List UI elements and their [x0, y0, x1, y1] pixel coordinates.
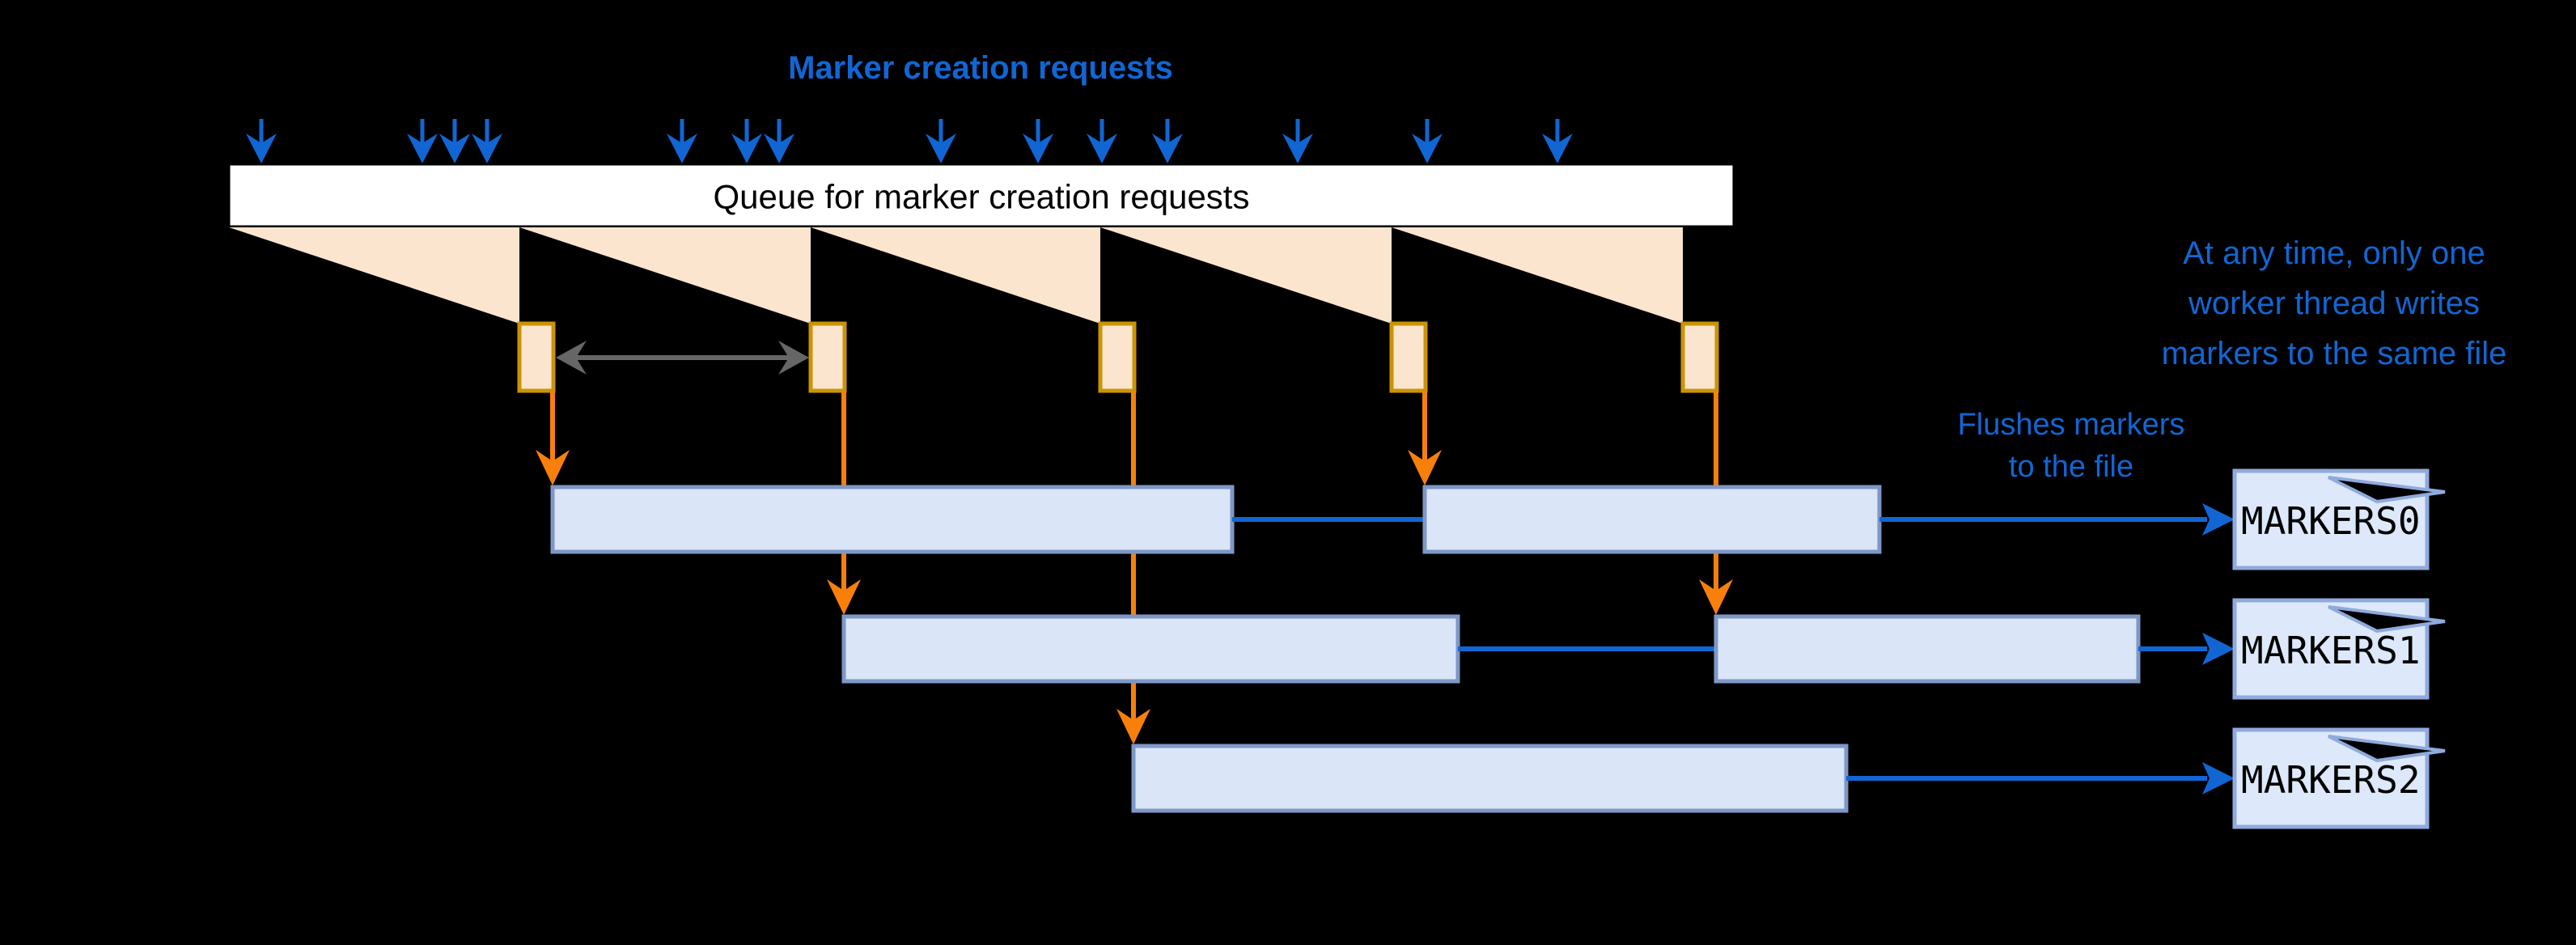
queue-funnel: [1100, 227, 1392, 324]
request-arrow: [1023, 119, 1053, 163]
request-arrow-head: [1542, 133, 1573, 163]
request-arrow: [472, 119, 502, 163]
request-arrow-head: [1023, 133, 1053, 163]
request-arrow-shaft: [259, 119, 264, 147]
flush-note-line1: Flushes markers: [1958, 408, 2185, 442]
request-arrow: [731, 119, 762, 163]
write-interval-bar: [1422, 485, 1882, 554]
double-arrow-right-head: [778, 341, 809, 375]
request-arrow-head: [667, 133, 697, 163]
queue-box: [227, 163, 1735, 228]
single-writer-note-line3: markers to the same file: [2162, 336, 2507, 371]
worker-slot: [517, 321, 556, 393]
request-arrow-head: [1152, 133, 1183, 163]
single-writer-note-line2: worker thread writes: [2188, 286, 2480, 321]
double-arrow-left-head: [556, 341, 587, 375]
request-arrow-head: [246, 133, 277, 163]
request-arrow-head: [764, 133, 794, 163]
file-icon: MARKERS2: [2232, 727, 2446, 829]
file-label: MARKERS2: [2241, 758, 2421, 802]
request-arrow-shaft: [420, 119, 425, 147]
queue-label: Queue for marker creation requests: [714, 178, 1250, 216]
request-arrow: [764, 119, 794, 163]
file-label: MARKERS1: [2241, 629, 2421, 672]
worker-slots-group: [517, 321, 1719, 393]
queue-funnel: [1392, 227, 1683, 324]
worker-flush-arrow-shaft: [1131, 391, 1136, 725]
queue-funnel: [519, 227, 811, 324]
request-arrow-shaft: [1036, 119, 1040, 147]
request-arrow: [1087, 119, 1117, 163]
worker-flush-arrow: [536, 391, 570, 485]
request-arrow: [1282, 119, 1313, 163]
request-arrow: [246, 119, 277, 163]
flush-to-file-arrow-head: [2202, 503, 2235, 536]
request-arrow: [667, 119, 697, 163]
request-arrow: [439, 119, 470, 163]
queue-funnel: [811, 227, 1100, 324]
worker-flush-arrow-shaft: [1422, 391, 1427, 466]
worker-flush-arrow-head: [827, 579, 861, 615]
worker-slot: [1680, 321, 1719, 393]
file-label: MARKERS0: [2241, 499, 2421, 543]
request-arrow-shaft: [1425, 119, 1430, 147]
request-arrows-group: [246, 119, 1573, 163]
worker-flush-arrow: [1408, 391, 1442, 485]
request-arrow: [1542, 119, 1573, 163]
page-curl-icon: [2328, 476, 2446, 504]
page-curl-icon: [2328, 735, 2446, 763]
request-arrow-shaft: [938, 119, 943, 147]
worker-slot: [808, 321, 847, 393]
diagram-title: Marker creation requests: [788, 50, 1173, 86]
queue-funnel: [229, 227, 519, 324]
request-arrow-head: [1087, 133, 1117, 163]
single-writer-note-line1: At any time, only one: [2183, 235, 2485, 271]
request-arrow: [1412, 119, 1443, 163]
write-bars-group: [550, 485, 2235, 813]
request-arrow-head: [439, 133, 470, 163]
request-arrow-shaft: [1295, 119, 1300, 147]
request-arrow-shaft: [452, 119, 457, 147]
thread-arrows-group: [536, 391, 1733, 744]
worker-flush-arrow-head: [1116, 709, 1150, 744]
flush-to-file-arrow-head: [2202, 633, 2235, 665]
file-icon: MARKERS1: [2232, 598, 2446, 700]
page-curl-icon: [2328, 605, 2446, 634]
request-arrow-shaft: [744, 119, 749, 147]
write-interval-bar: [841, 614, 1460, 684]
request-arrow: [407, 119, 438, 163]
file-icon: MARKERS0: [2232, 468, 2446, 570]
request-arrow-shaft: [777, 119, 782, 147]
worker-flush-arrow-head: [1699, 579, 1733, 615]
worker-flush-arrow-shaft: [550, 391, 555, 466]
funnels-group: [229, 227, 1683, 324]
request-arrow-shaft: [1165, 119, 1170, 147]
request-arrow-head: [731, 133, 762, 163]
request-arrow-shaft: [485, 119, 489, 147]
request-arrow-shaft: [680, 119, 684, 147]
request-arrow-head: [1412, 133, 1443, 163]
request-arrow-head: [1282, 133, 1313, 163]
request-arrow: [926, 119, 956, 163]
worker-flush-arrow: [1116, 391, 1150, 744]
write-interval-bar: [550, 485, 1235, 554]
request-arrow: [1152, 119, 1183, 163]
write-interval-bar: [1131, 744, 1849, 813]
flush-note-line2: to the file: [2009, 450, 2133, 484]
worker-slot: [1098, 321, 1137, 393]
write-interval-bar: [1714, 614, 2141, 684]
request-arrow-head: [926, 133, 956, 163]
request-arrow-head: [407, 133, 438, 163]
flush-to-file-arrow-head: [2202, 762, 2235, 795]
slot-gap-double-arrow: [556, 341, 809, 375]
request-arrow-shaft: [1099, 119, 1104, 147]
request-arrow-head: [472, 133, 502, 163]
worker-slot: [1389, 321, 1428, 393]
worker-flush-arrow-head: [1408, 450, 1442, 485]
worker-flush-arrow-head: [536, 450, 570, 485]
request-arrow-shaft: [1555, 119, 1560, 147]
